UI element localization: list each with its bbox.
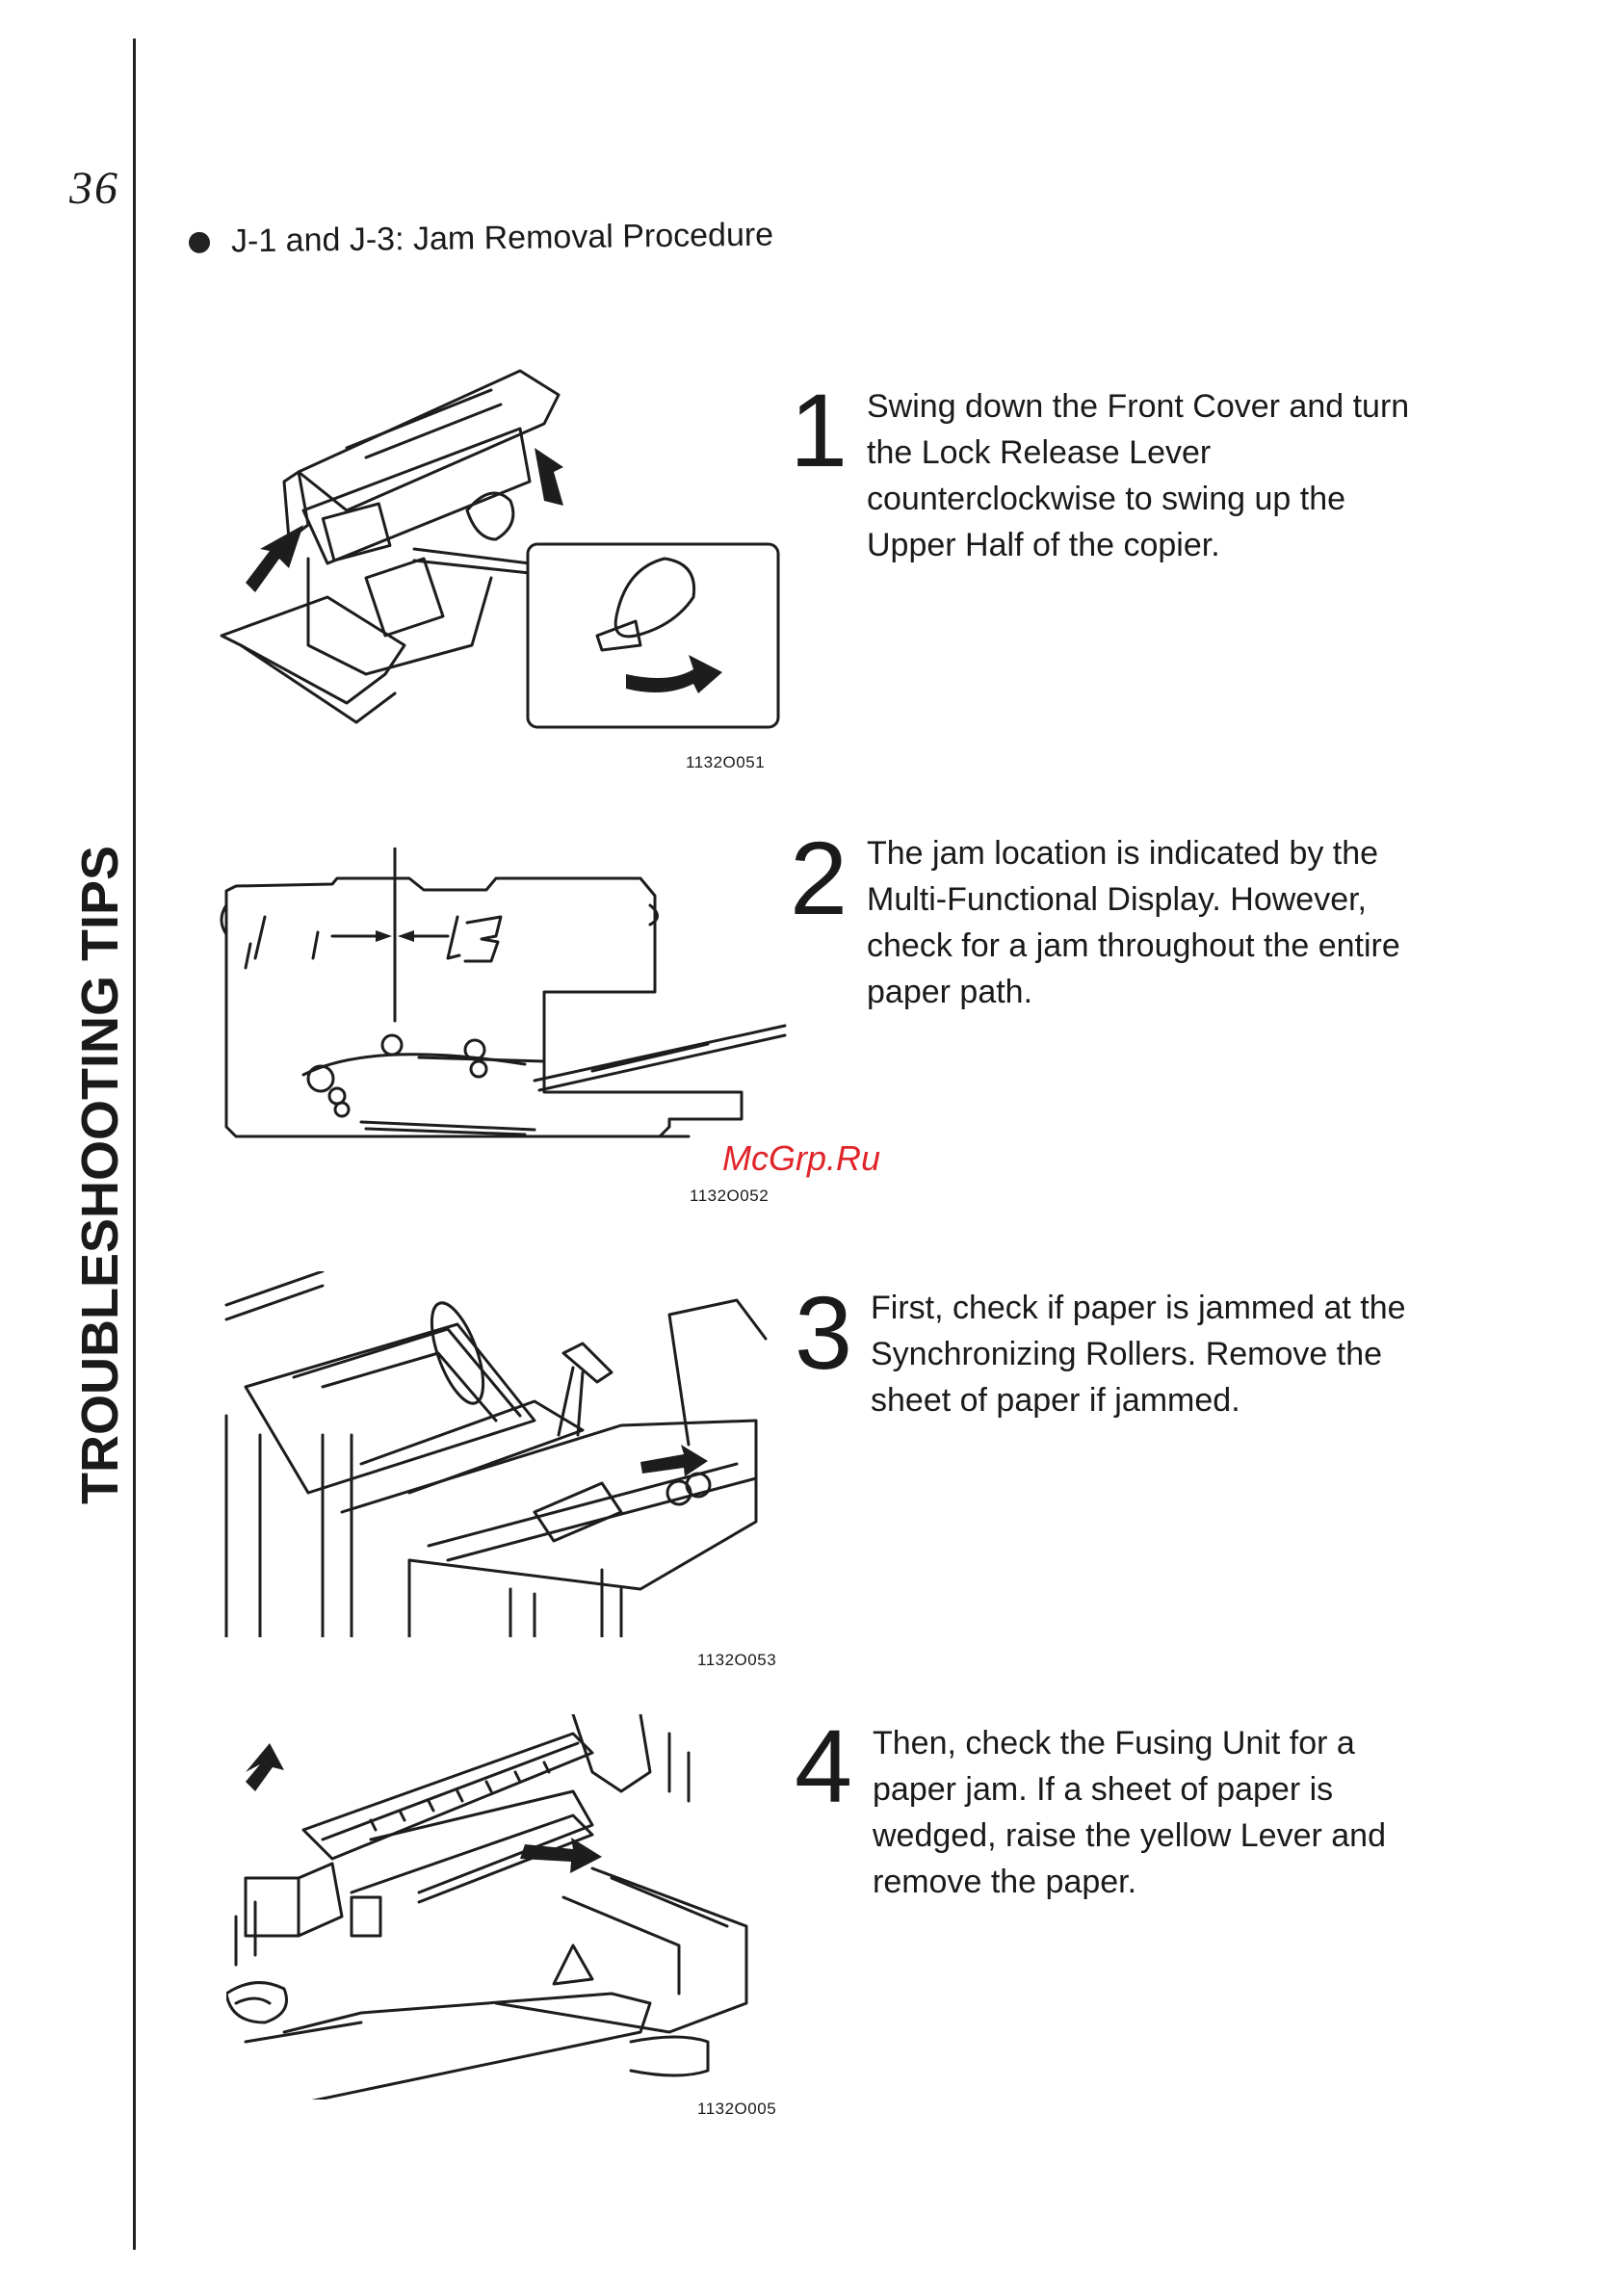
section-side-title: TROUBLESHOOTING TIPS <box>71 845 129 1505</box>
step-1-number: 1 <box>790 372 848 488</box>
step-2-number: 2 <box>790 820 848 936</box>
section-heading-text: J-1 and J-3: Jam Removal Procedure <box>230 216 774 260</box>
page-number: 36 <box>69 163 119 214</box>
step-3-figure-code: 1132O053 <box>697 1651 777 1669</box>
step-1-text: Swing down the Front Cover and turn the … <box>867 388 1410 563</box>
bullet-icon <box>188 231 211 253</box>
step-4-number: 4 <box>795 1708 853 1824</box>
step-2-figure-code: 1132O052 <box>690 1187 770 1205</box>
step-2-text: The jam location is indicated by the Mul… <box>867 835 1400 1010</box>
step-3-number: 3 <box>795 1274 853 1391</box>
margin-rule <box>133 39 136 2250</box>
step-1-figure-code: 1132O051 <box>686 753 766 771</box>
section-heading: J-1 and J-3: Jam Removal Procedure <box>188 216 774 261</box>
figure-step-2-display-paper-path <box>220 848 787 1138</box>
step-4-figure-code: 1132O005 <box>697 2100 777 2118</box>
figure-step-1-copier-open <box>220 369 780 729</box>
step-4-text: Then, check the Fusing Unit for a paper … <box>873 1725 1386 1900</box>
watermark: McGrp.Ru <box>722 1138 881 1178</box>
figure-step-4-fusing-unit <box>226 1714 748 2100</box>
figure-step-3-sync-rollers <box>224 1271 768 1637</box>
step-3-text: First, check if paper is jammed at the S… <box>871 1290 1406 1419</box>
